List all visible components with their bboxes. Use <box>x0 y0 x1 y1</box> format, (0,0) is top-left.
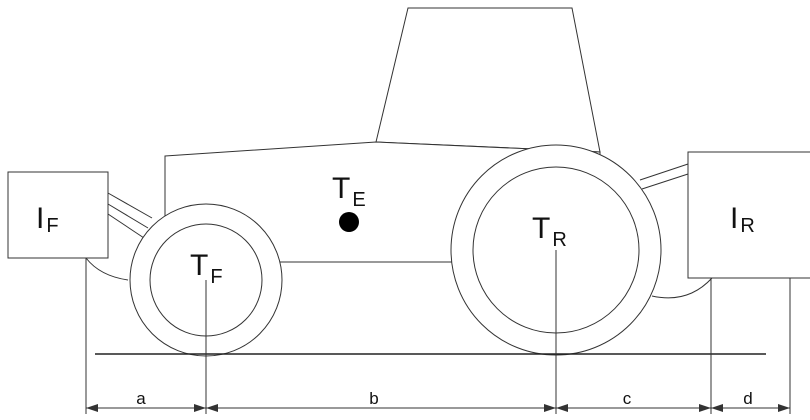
rear-implement-box <box>687 151 810 279</box>
dimension-label-d: d <box>743 389 752 408</box>
cabin-outline <box>375 7 601 153</box>
dimension-label-a: a <box>136 389 146 408</box>
arrow-c-right <box>699 404 711 412</box>
rear-axle-label-main: T <box>532 212 550 245</box>
dimension-label-c: c <box>623 389 632 408</box>
arrow-d-left <box>711 404 723 412</box>
dimension-label-b: b <box>369 389 378 408</box>
front-linkage <box>107 192 153 239</box>
rear-implement-label-main: I <box>730 202 738 235</box>
arrow-b-left <box>206 404 218 412</box>
front-implement-label-main: I <box>36 202 44 235</box>
front-axle-label-main: T <box>190 249 208 282</box>
front-guard <box>85 257 129 281</box>
engine-mass-marker <box>339 212 359 232</box>
engine-label-sub: E <box>352 189 365 211</box>
rear-axle-label-sub: R <box>552 229 566 251</box>
rear-implement-label-sub: R <box>740 215 754 237</box>
front-implement-label-sub: F <box>46 215 58 237</box>
arrow-c-left <box>556 404 568 412</box>
engine-label-main: T <box>332 172 350 205</box>
arrow-d-right <box>778 404 790 412</box>
extension-lines <box>85 250 791 414</box>
rear-linkage <box>639 163 689 190</box>
arrow-b-right <box>544 404 556 412</box>
dimension-line <box>86 404 790 412</box>
front-axle-label-sub: F <box>210 266 222 288</box>
arrow-a-left <box>86 404 98 412</box>
arrow-a-right <box>194 404 206 412</box>
front-implement-box <box>7 171 109 259</box>
rear-guard <box>651 277 713 299</box>
